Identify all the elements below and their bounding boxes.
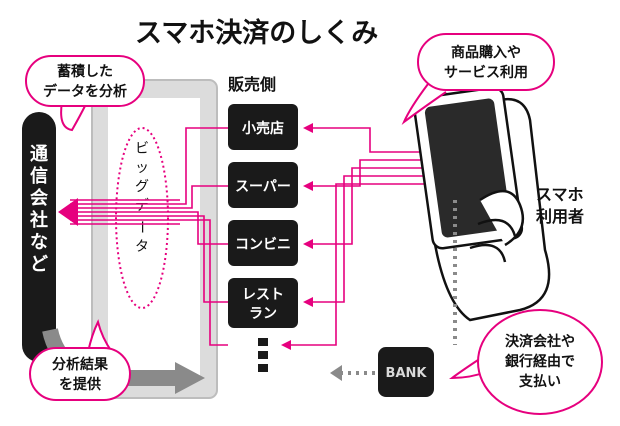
- result-arrow-head: [175, 362, 205, 394]
- company-char: ど: [30, 254, 48, 275]
- bubble-line: を提供: [59, 376, 101, 393]
- bubble-result: 分析結果 を提供: [29, 319, 131, 401]
- shop-box: [228, 278, 298, 328]
- shop-label: レスト: [242, 287, 284, 303]
- company-label: 通 信 会 社 な ど: [30, 144, 48, 275]
- bigdata-char: タ: [135, 239, 149, 255]
- company-char: な: [30, 232, 48, 253]
- bigdata-char: ッ: [135, 160, 149, 176]
- bubble-line: サービス利用: [444, 64, 528, 81]
- company-pill: [22, 112, 56, 362]
- shop-box: [228, 162, 298, 208]
- shop-list: 小売店 スーパー コンビニ レスト ラン: [228, 104, 298, 372]
- bubble-line: データを分析: [43, 83, 127, 100]
- bubble-purchase: 商品購入や サービス利用: [401, 33, 555, 126]
- ellipsis-dot: [258, 338, 268, 346]
- bigdata-ellipse: [115, 127, 169, 309]
- bubble-line: 銀行経由で: [505, 353, 575, 370]
- bubble-line: 商品購入や: [451, 44, 521, 61]
- bigdata-char: ビ: [135, 141, 149, 157]
- shop-label: 小売店: [242, 120, 284, 137]
- company-arrow-head: [58, 198, 78, 226]
- shop-label: コンビニ: [235, 237, 291, 253]
- bubble-line: 決済会社や: [505, 333, 575, 350]
- shop-box: [228, 220, 298, 266]
- bank-label: BANK: [386, 366, 428, 381]
- purchase-arrow-heads: [281, 123, 313, 350]
- purchase-lines: [290, 127, 440, 346]
- bubble-line: 蓄積した: [57, 63, 113, 80]
- bigdata-char: グ: [135, 179, 149, 195]
- bubble-payment: 決済会社や 銀行経由で 支払い: [448, 309, 603, 415]
- bubble-line: 分析結果: [52, 356, 109, 373]
- bubble-accumulate: 蓄積した データを分析: [25, 55, 145, 132]
- ellipsis-dot: [258, 351, 268, 359]
- company-char: 社: [30, 209, 48, 231]
- data-flow-lines: [70, 127, 228, 346]
- ellipsis-dot: [258, 364, 268, 372]
- shop-box: [228, 104, 298, 150]
- bank-icon: [378, 347, 434, 397]
- bubble-line: 支払い: [518, 373, 561, 390]
- company-char: 信: [30, 165, 48, 187]
- bigdata-char: ー: [133, 220, 149, 234]
- shop-label: スーパー: [235, 179, 291, 195]
- seller-heading: 販売側: [228, 75, 276, 94]
- bigdata-char: デ: [135, 197, 149, 214]
- company-char: 通: [30, 144, 48, 165]
- bigdata-panel-inner: [108, 98, 200, 380]
- smartphone-hand-icon: [412, 86, 551, 322]
- company-char: 会: [30, 187, 48, 209]
- page-title: スマホ決済のしくみ: [135, 17, 378, 49]
- user-label-line: スマホ: [536, 185, 584, 204]
- shop-label: ラン: [249, 306, 277, 322]
- user-label-line: 利用者: [536, 207, 584, 226]
- payment-arrow-head: [330, 365, 342, 381]
